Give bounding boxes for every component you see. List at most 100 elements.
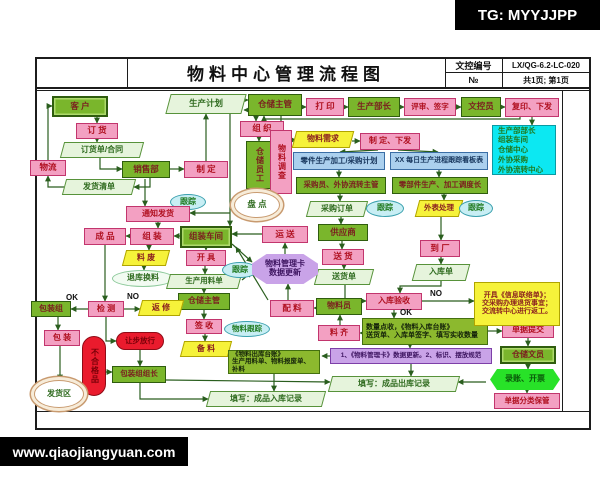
node-sales-dept: 销售部 (122, 161, 170, 178)
node-arrive-factory: 到 厂 (420, 240, 460, 257)
title-cell-divider (127, 57, 128, 87)
node-warehouse-mgr-2: 仓储主管 (178, 293, 230, 310)
node-daily-kanban: XX 每日生产进程跟踪看板表 (390, 152, 488, 170)
node-customer: 客 户 (52, 96, 108, 117)
node-production-plan: 生产计划 (165, 94, 247, 114)
node-copy-issue: 复印、下发 (505, 98, 559, 117)
node-document-filing: 单据分类保管 (494, 393, 560, 409)
node-lbl-ok-inspect: OK (66, 292, 78, 302)
node-notice-depts: 生产部部长 组装车间 仓储中心 外协采购 外协流转中心 (492, 125, 556, 175)
flow-edge-72 (139, 383, 209, 402)
node-warehouse-in-note-label: 入库单 (429, 267, 453, 277)
node-production-material-note: 生产用料单 (165, 274, 243, 289)
node-warehouse-mgr-1: 仓储主管 (248, 94, 302, 116)
node-parts-dispatcher: 零部件生产、加工调度长 (392, 177, 488, 194)
node-sign-receive: 签 收 (186, 319, 222, 334)
node-fill-inbound-record: 填写：成品入库记录 (205, 391, 327, 407)
flow-edge-16 (261, 115, 521, 122)
node-card-update-note: 1、《物料管理卡》数据更新。2、标识、摆放规范 (330, 348, 492, 364)
node-shipping-list: 发货清单 (61, 179, 137, 195)
node-rework-label: 返 修 (151, 302, 171, 312)
node-purchase-order-label: 采购订单 (321, 203, 353, 213)
node-surface-treatment: 外表处理 (414, 200, 464, 217)
node-parts-purchase-plan: 零件生产加工/采购计划 (293, 152, 385, 170)
frame-flow-bottom (35, 411, 591, 412)
node-shipping-area: 发货区 (34, 380, 84, 408)
node-purchase-order: 采购订单 (305, 201, 369, 217)
page-title: 物料中心管理流程图 (187, 64, 385, 84)
node-stocktake: 盘 点 (234, 192, 280, 218)
node-return-exchange: 退库换料 (112, 270, 174, 287)
node-issue-note: 开 具 (186, 250, 226, 266)
flow-edge-7 (45, 175, 64, 188)
flow-edge-23 (339, 148, 379, 155)
node-buyer-outsource-mgr: 采购员、外协流转主管 (296, 177, 386, 194)
node-prepare-material-label: 备 料 (196, 343, 216, 353)
watermark-top-text: TG: MYYJJPP (477, 6, 578, 24)
node-warehouse-staff: 仓储员工 (246, 141, 272, 189)
flow-edge-77 (231, 243, 253, 263)
node-rework: 返 修 (137, 300, 185, 316)
node-material-clerk: 物料员 (316, 298, 362, 315)
node-material-scrap: 料 废 (121, 250, 171, 266)
node-supplier: 供应商 (318, 224, 368, 241)
doc-number-value: LX/QG-6.2-LC-020 (511, 60, 580, 70)
frame-bottom (35, 428, 591, 430)
flow-edge-68 (105, 317, 117, 344)
node-concession: 让步放行 (116, 332, 164, 350)
node-dispense-material: 配 料 (270, 300, 314, 317)
node-production-plan-label: 生产计划 (188, 98, 223, 109)
node-material-card-update: 物料管理卡 数据更新 (252, 254, 318, 284)
node-packing-leader: 包装组组长 (112, 366, 166, 383)
watermark-bottom-text: www.qiaojiangyuan.com (12, 443, 176, 460)
node-lbl-no-inbound: NO (430, 288, 442, 298)
watermark-bottom: www.qiaojiangyuan.com (0, 437, 188, 466)
node-deliver: 送 货 (322, 249, 364, 265)
node-material-demand: 物料需求 (291, 131, 355, 148)
node-production-chief: 生产部长 (348, 97, 400, 117)
node-print: 打 印 (306, 98, 344, 116)
node-quantity-check: 数量点收，《物料入库台账》 送货单、入库单签字、填写实收数量 (362, 318, 488, 345)
node-logistics: 物流 (30, 160, 66, 176)
node-material-tracking: 物料跟踪 (224, 321, 270, 337)
node-track-surface: 跟踪 (459, 200, 493, 217)
node-material-demand-label: 物料需求 (307, 134, 339, 144)
node-inspect: 检 测 (88, 301, 124, 317)
node-warehouse-in-note: 入库单 (411, 264, 471, 281)
node-draft-issue: 制 定、下发 (360, 133, 420, 150)
node-assembly-shop: 组装车间 (180, 226, 232, 248)
table-row-divider (445, 72, 590, 73)
node-transport: 运 送 (262, 226, 308, 243)
node-review-sign: 评审、签字 (404, 98, 456, 116)
doc-number-label: 文控编号 (455, 60, 492, 71)
node-material-ready: 料 齐 (318, 325, 360, 341)
node-order: 订 货 (76, 123, 118, 139)
node-notify-shipping: 通知发货 (126, 206, 190, 222)
node-outbound-ledger: 《物料出库台账》 生产用料单、物料报废单、补料 (228, 350, 320, 374)
node-finished-goods: 成 品 (84, 228, 126, 245)
node-order-contract-label: 订货单/合同 (80, 144, 124, 154)
node-lbl-no-inspect: NO (127, 291, 139, 301)
flow-edge-0 (46, 103, 53, 160)
node-warehouse-clerk: 仓储文员 (500, 346, 556, 364)
node-doc-controller: 文控员 (461, 97, 501, 117)
node-prepare-material: 备 料 (179, 341, 233, 357)
flow-edge-35 (397, 281, 442, 294)
flow-edge-24 (397, 148, 439, 155)
frame-left (35, 57, 37, 429)
node-material-survey: 物料调查 (270, 130, 292, 194)
flow-edge-71 (165, 378, 331, 385)
node-delivery-note: 送货单 (313, 269, 375, 285)
node-surface-treatment-label: 外表处理 (424, 203, 454, 213)
page-number-value: 共1页; 第1页 (523, 75, 569, 85)
frame-top (35, 57, 591, 59)
node-packing-team: 包装组 (31, 301, 71, 317)
node-lbl-ok-inbound: OK (400, 307, 412, 317)
node-fill-outbound-record: 填写：成品出库记录 (327, 376, 461, 392)
node-reject-actions: 开具《信息联络单》； 交采购办理退货事宜； 交流转中心进行返工。 (474, 282, 560, 326)
frame-title-bottom-2 (35, 90, 591, 91)
frame-inner-right (562, 90, 563, 411)
flow-edge-6 (133, 178, 151, 190)
node-order-contract: 订货单/合同 (59, 142, 145, 158)
